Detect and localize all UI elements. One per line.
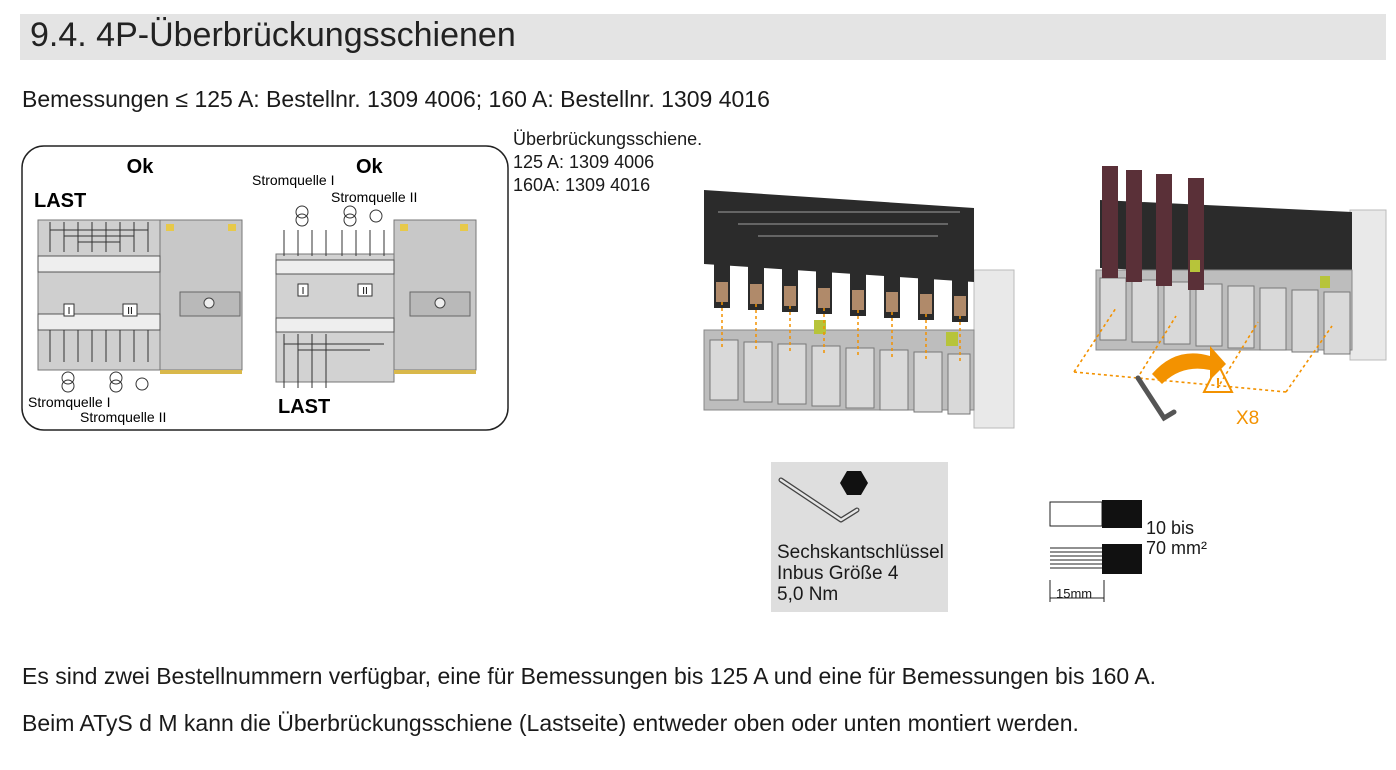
wire-spec-icon [1049, 500, 1142, 602]
last-label-top: LAST [34, 190, 86, 212]
wire-range-to: 70 mm² [1146, 538, 1208, 558]
body-paragraph-2: Beim ATyS d M kann die Überbrückungsschi… [22, 710, 1079, 736]
busbar-callout: Überbrückungsschiene. 125 A: 1309 4006 1… [513, 128, 702, 197]
hex-key-icon [778, 471, 868, 523]
wire-range-from: 10 bis [1146, 518, 1195, 538]
source1-top-label: Stromquelle I [252, 172, 334, 188]
busbar-illustration [703, 190, 1015, 429]
ok-label-left: Ok [127, 156, 155, 178]
warning-count: X8 [1236, 408, 1259, 429]
strip-length-label: 15mm [1056, 586, 1093, 601]
hex-wrench-box: Sechskantschlüssel Inbus Größe 4 5,0 Nm [771, 462, 948, 612]
section-title: 9.4. 4P-Überbrückungsschienen [30, 16, 516, 54]
section-header: 9.4. 4P-Überbrückungsschienen [20, 14, 1386, 60]
wrench-name: Sechskantschlüssel [777, 542, 944, 563]
wrench-size: Inbus Größe 4 [777, 563, 899, 584]
ratings-subtitle: Bemessungen ≤ 125 A: Bestellnr. 1309 400… [22, 86, 770, 112]
wiring-diagram: I II Ok LAST Stromquelle I Stromquelle I… [21, 145, 509, 431]
last-label-bottom: LAST [278, 396, 330, 418]
svg-text:!: ! [1216, 375, 1221, 392]
source1-bottom-label: Stromquelle I [28, 394, 110, 410]
switch-label-I: I [68, 306, 71, 317]
source2-top-label: Stromquelle II [331, 189, 417, 205]
wire-cross-section: 10 bis 70 mm² [1146, 518, 1207, 558]
switch-label-II-right: II [362, 286, 368, 297]
callout-line-2: 125 A: 1309 4006 [513, 152, 655, 172]
ok-label-right: Ok [356, 156, 384, 178]
cable-tightening-illustration: ! X8 [1073, 166, 1387, 429]
rotate-arrow-icon [1152, 346, 1226, 384]
source2-bottom-label: Stromquelle II [80, 409, 166, 425]
wrench-spec: Sechskantschlüssel Inbus Größe 4 5,0 Nm [777, 542, 944, 605]
switch-label-I-right: I [302, 286, 305, 297]
wrench-torque: 5,0 Nm [777, 584, 839, 605]
callout-line-3: 160A: 1309 4016 [513, 175, 651, 195]
callout-line-1: Überbrückungsschiene. [513, 129, 703, 149]
warning-icon [1202, 361, 1234, 393]
switch-label-II: II [127, 306, 133, 317]
body-paragraph-1: Es sind zwei Bestellnummern verfügbar, e… [22, 663, 1157, 689]
